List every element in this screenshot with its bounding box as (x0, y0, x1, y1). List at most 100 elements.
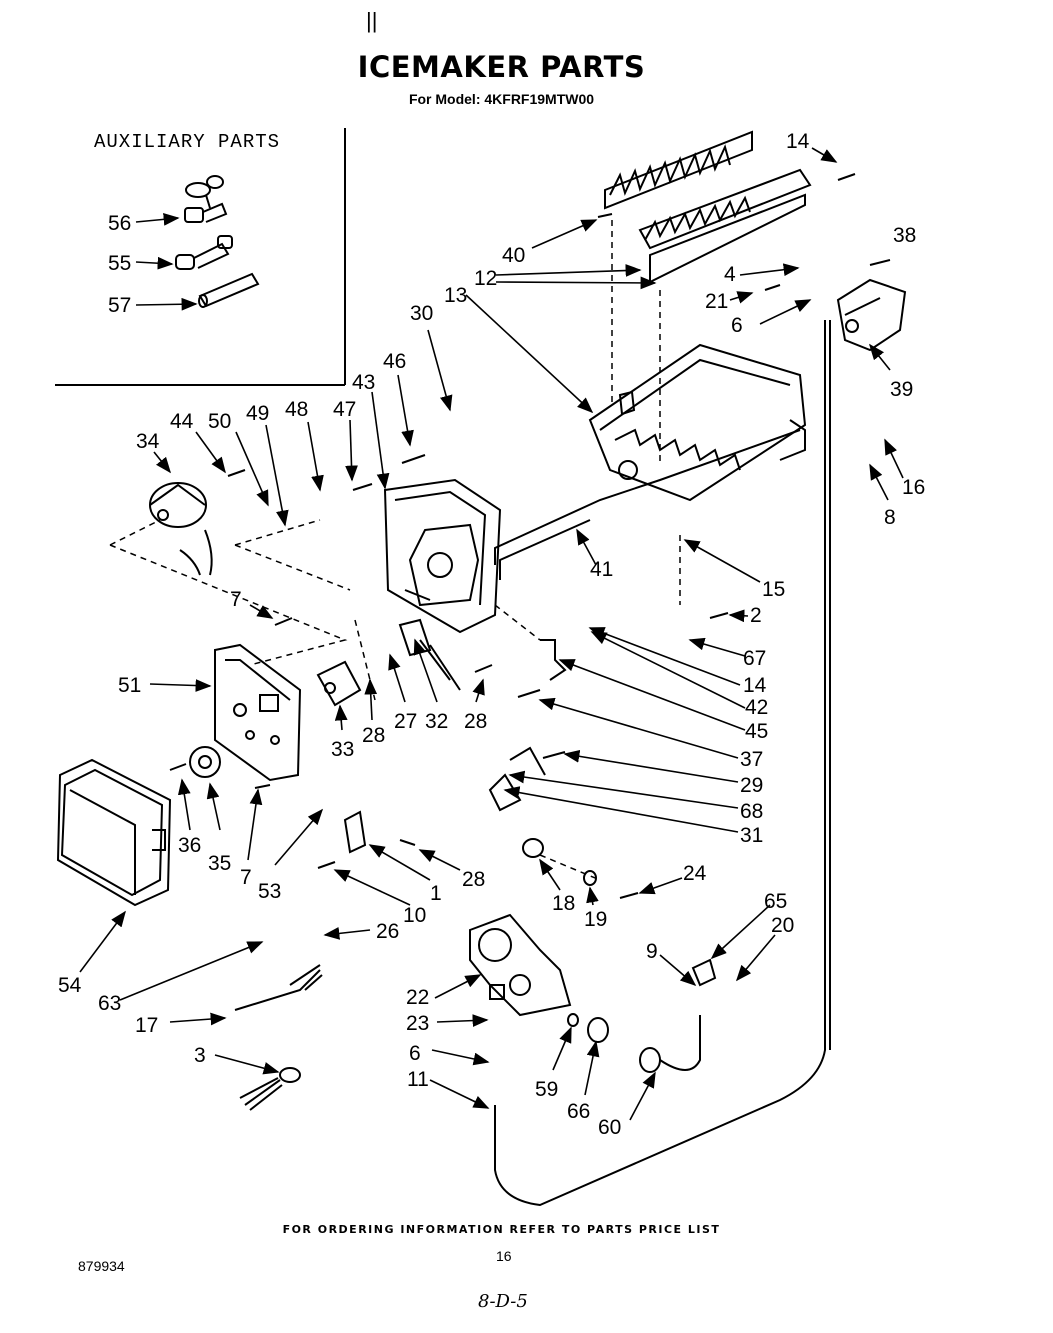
bracket-45 (540, 639, 567, 681)
callout: 37 (740, 748, 763, 771)
callout: 40 (502, 244, 525, 267)
ice-stripper (638, 168, 812, 284)
callout: 46 (383, 350, 406, 373)
callout: 55 (108, 252, 131, 275)
callout: 60 (598, 1116, 621, 1139)
part-56-valve-fitting (184, 175, 228, 223)
callout: 14 (786, 130, 810, 153)
callout: 28 (462, 868, 485, 891)
callout: 19 (584, 908, 607, 931)
callout: 11 (407, 1068, 429, 1091)
ejector-blade (604, 130, 753, 210)
callout: 7 (240, 866, 252, 889)
inlet-tube (659, 1015, 701, 1071)
callout: 59 (535, 1078, 558, 1101)
front-cover (56, 758, 172, 907)
timing-gear (189, 746, 221, 778)
callout: 6 (731, 314, 743, 337)
top-mark: || (366, 8, 378, 33)
ordering-note: FOR ORDERING INFORMATION REFER TO PARTS … (282, 1223, 721, 1236)
callout: 42 (745, 696, 768, 719)
callout: 21 (705, 290, 728, 313)
page-title: ICEMAKER PARTS (357, 50, 646, 84)
shutoff-switch (488, 746, 546, 812)
callout: 54 (58, 974, 82, 997)
part-57-tube (198, 272, 260, 308)
callout: 15 (762, 578, 785, 601)
callout: 34 (136, 430, 160, 453)
callout: 49 (246, 402, 269, 425)
auxiliary-parts-drawings (175, 175, 260, 308)
auxiliary-parts-label: AUXILIARY PARTS (94, 131, 281, 153)
callout-numbers: 56 55 57 14 38 40 12 4 21 6 13 39 30 46 … (58, 130, 925, 1139)
callout: 18 (552, 892, 575, 915)
callout: 30 (410, 302, 433, 325)
callout: 28 (362, 724, 385, 747)
page-number: 16 (496, 1248, 512, 1264)
callout: 16 (902, 476, 925, 499)
callout: 45 (745, 720, 768, 743)
callout: 38 (893, 224, 916, 247)
fill-tube (494, 320, 826, 1207)
callout: 23 (406, 1012, 429, 1035)
control-housing (383, 478, 502, 634)
model-number: For Model: 4KFRF19MTW00 (408, 91, 595, 107)
callout: 10 (403, 904, 426, 927)
callout: 44 (170, 410, 194, 433)
callout: 12 (474, 267, 497, 290)
callout: 33 (331, 738, 354, 761)
callout: 24 (683, 862, 707, 885)
holding-switch (316, 660, 362, 707)
callout: 29 (740, 774, 763, 797)
callout: 17 (135, 1014, 158, 1037)
callout: 28 (464, 710, 487, 733)
callout: 31 (740, 824, 763, 847)
callout: 41 (590, 558, 613, 581)
part-55-union (175, 235, 233, 270)
drive-motor (149, 482, 213, 576)
callout: 50 (208, 410, 231, 433)
thermostat (398, 618, 461, 691)
icemaker-main-assembly (56, 130, 907, 1207)
callout: 53 (258, 880, 281, 903)
wire-nut-3 (279, 1067, 301, 1083)
callout: 32 (425, 710, 448, 733)
tube-clamp (691, 958, 717, 987)
callout: 43 (352, 371, 375, 394)
fill-cup-housing (836, 278, 907, 352)
leader-arrows (79, 147, 904, 1121)
callout: 20 (771, 914, 794, 937)
callout: 2 (750, 604, 762, 627)
callout: 9 (646, 940, 658, 963)
callout: 6 (409, 1042, 421, 1065)
grommet-18 (522, 838, 544, 858)
callout: 39 (890, 378, 913, 401)
wire-harness (234, 964, 323, 1011)
ice-mold (588, 343, 807, 502)
document-number: 879934 (78, 1258, 125, 1274)
callout: 56 (108, 212, 131, 235)
callout: 27 (394, 710, 417, 733)
callout: 67 (743, 647, 766, 670)
callout: 35 (208, 852, 231, 875)
callout: 13 (444, 284, 467, 307)
handwritten-note: 8-D-5 (478, 1291, 528, 1312)
callout: 47 (333, 398, 356, 421)
nut-66 (587, 1017, 609, 1043)
callout: 36 (178, 834, 201, 857)
callout: 7 (230, 588, 242, 611)
callout: 14 (743, 674, 767, 697)
callout: 63 (98, 992, 121, 1015)
auxiliary-box (55, 128, 346, 386)
callout: 26 (376, 920, 399, 943)
callout: 68 (740, 800, 763, 823)
callout: 51 (118, 674, 141, 697)
callout: 3 (194, 1044, 206, 1067)
callout: 8 (884, 506, 896, 529)
inlet-fitting-60 (639, 1047, 661, 1073)
mounting-plate (214, 643, 302, 782)
heater-wire (494, 429, 801, 565)
callout: 65 (764, 890, 787, 913)
callout: 48 (285, 398, 308, 421)
